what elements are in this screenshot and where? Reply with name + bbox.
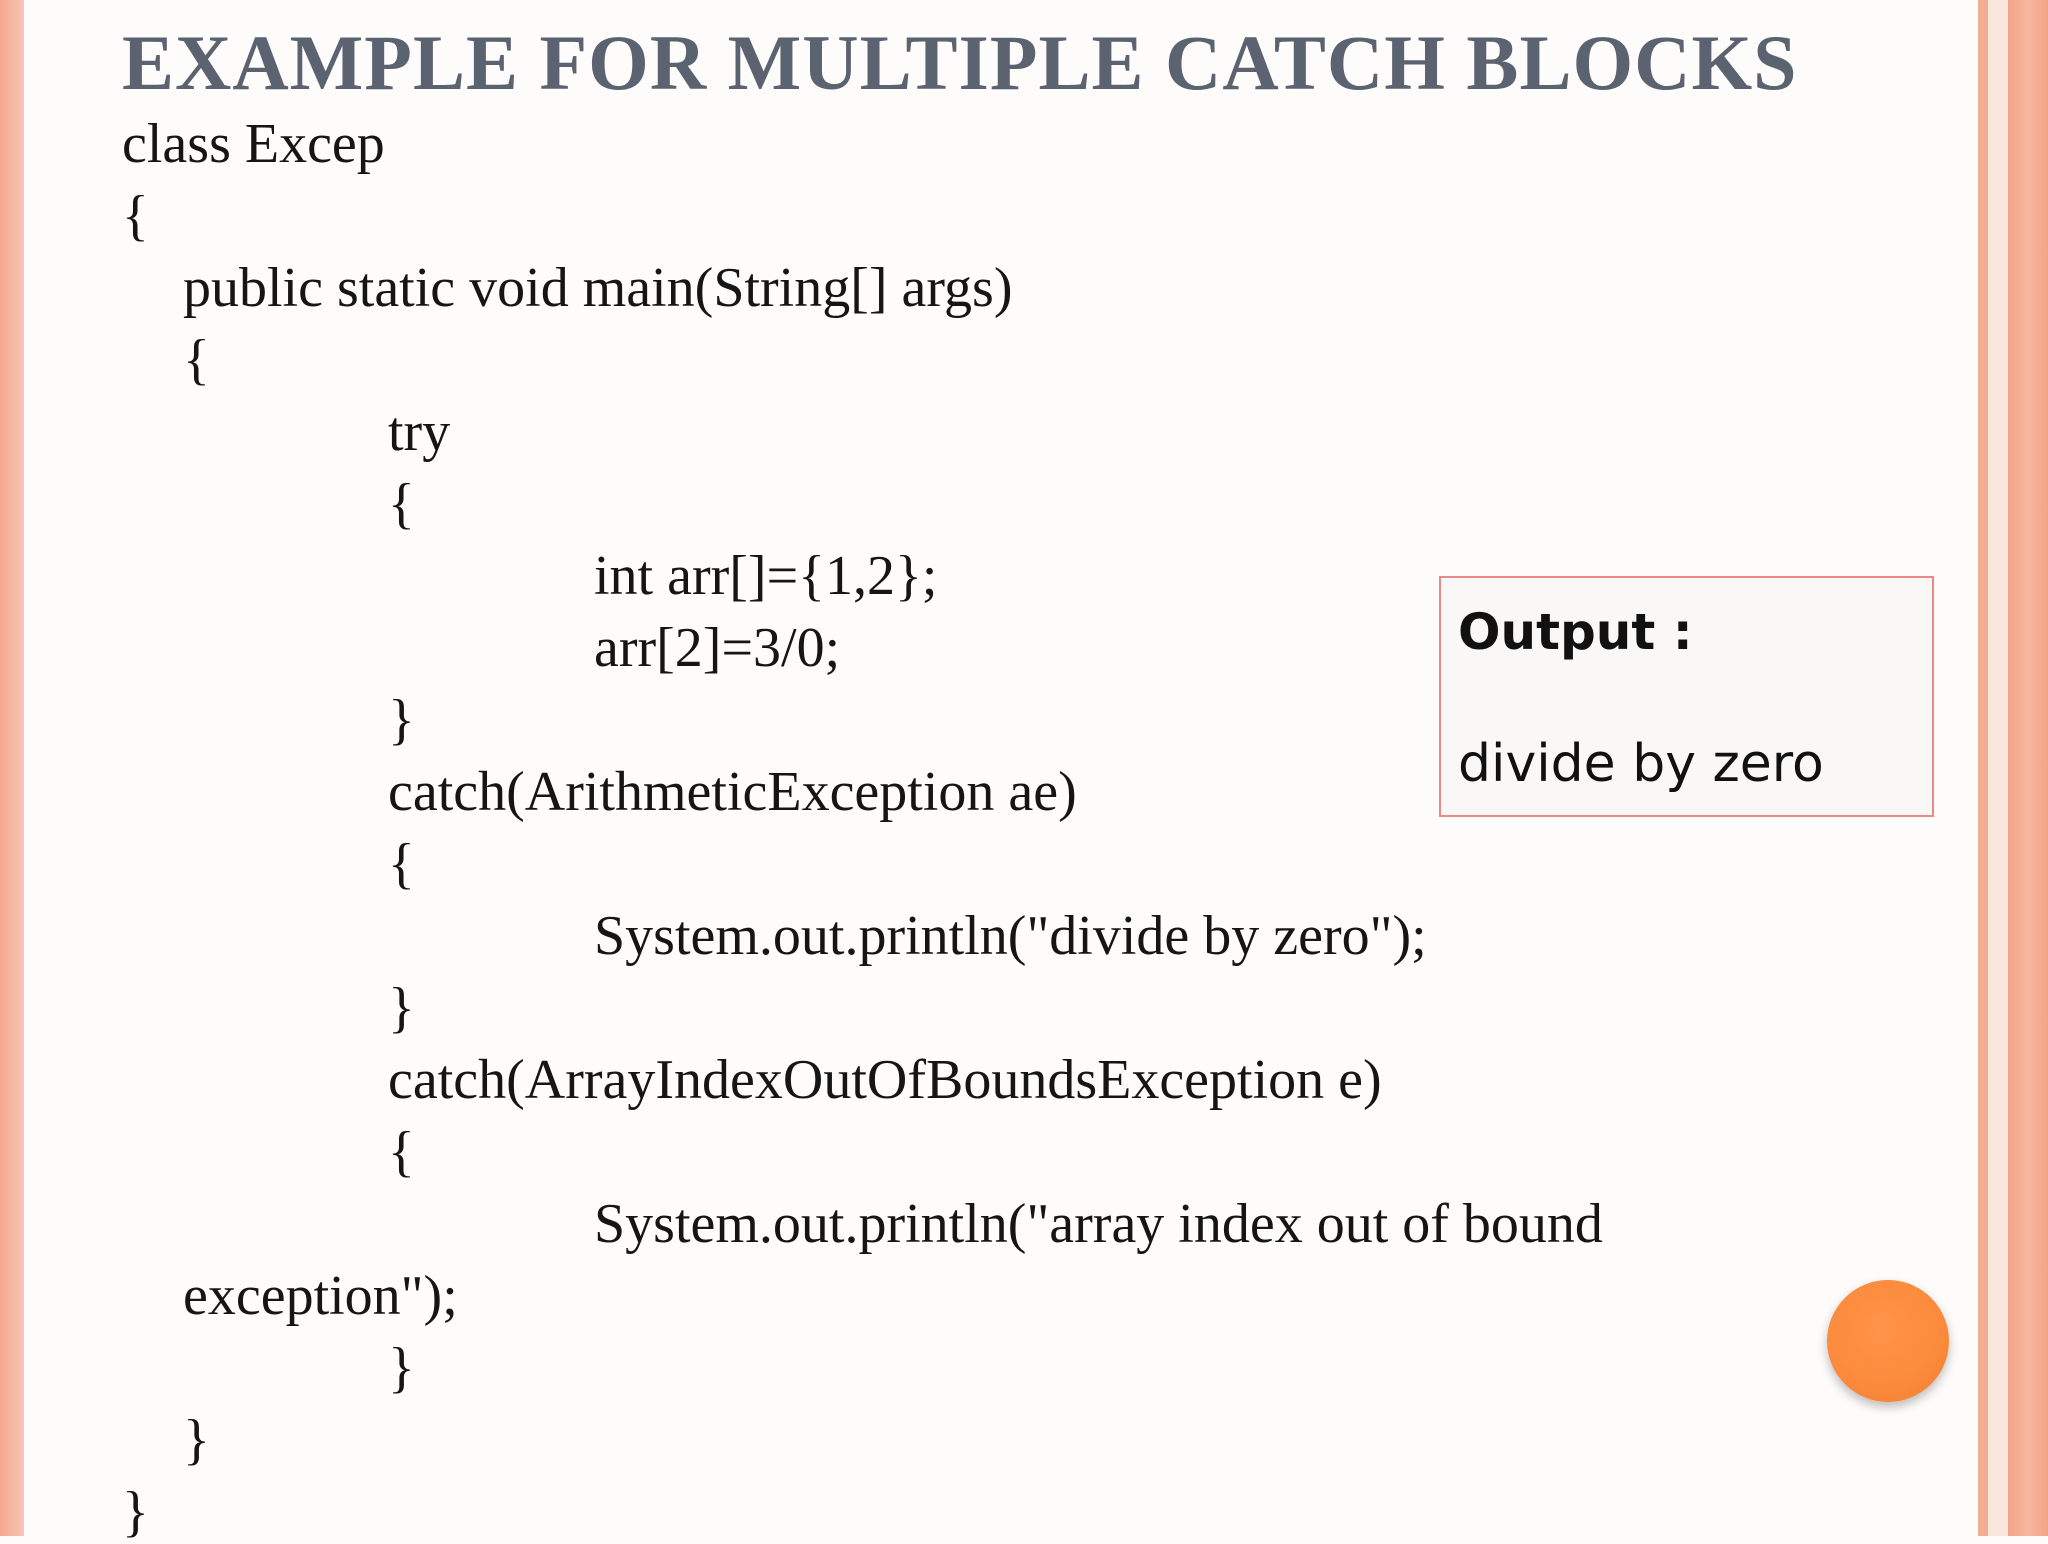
code-line: } (388, 1337, 415, 1399)
output-label: Output : (1458, 603, 1693, 661)
right-decorative-stripe-gap (1988, 0, 2008, 1536)
code-line: exception"); (183, 1265, 458, 1327)
code-line: System.out.println("array index out of b… (594, 1193, 1603, 1255)
code-line: { (388, 473, 415, 535)
code-line: System.out.println("divide by zero"); (594, 905, 1427, 967)
code-line: catch(ArrayIndexOutOfBoundsException e) (388, 1049, 1382, 1111)
code-line: catch(ArithmeticException ae) (388, 761, 1077, 823)
slide-title: EXAMPLE FOR MULTIPLE CATCH BLOCKS (122, 19, 1798, 106)
code-line: } (183, 1409, 210, 1471)
code-line: int arr[]={1,2}; (594, 545, 938, 607)
orange-circle-decoration (1827, 1280, 1949, 1402)
code-line: try (388, 401, 451, 463)
code-line: { (183, 329, 210, 391)
code-line: } (122, 1481, 149, 1543)
code-line: { (122, 185, 149, 247)
code-line: class Excep (122, 113, 385, 175)
code-line: } (388, 689, 415, 751)
code-line: { (388, 1121, 415, 1183)
right-decorative-stripe-outer (2008, 0, 2048, 1536)
code-line: arr[2]=3/0; (594, 617, 841, 679)
left-decorative-stripe (0, 0, 24, 1536)
output-box: Output : divide by zero (1439, 576, 1934, 817)
code-line: public static void main(String[] args) (183, 257, 1013, 319)
code-line: { (388, 833, 415, 895)
right-decorative-stripe-inner (1978, 0, 1988, 1536)
output-value: divide by zero (1458, 734, 1824, 794)
code-line: } (388, 977, 415, 1039)
